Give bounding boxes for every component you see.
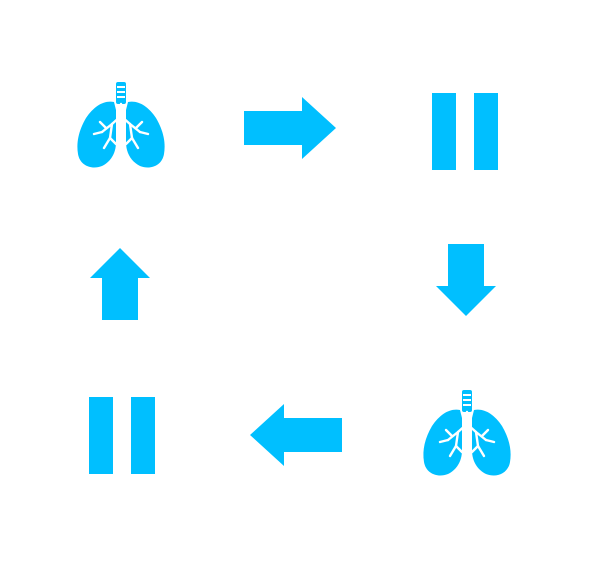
pause-icon	[432, 93, 498, 170]
arrow-down-icon	[436, 244, 496, 316]
arrow-right-icon	[244, 97, 336, 159]
arrow-left-icon	[250, 404, 342, 466]
pause-icon	[89, 397, 155, 474]
lungs-icon	[422, 390, 512, 480]
lungs-icon	[76, 82, 166, 172]
arrow-up-icon	[90, 248, 150, 320]
